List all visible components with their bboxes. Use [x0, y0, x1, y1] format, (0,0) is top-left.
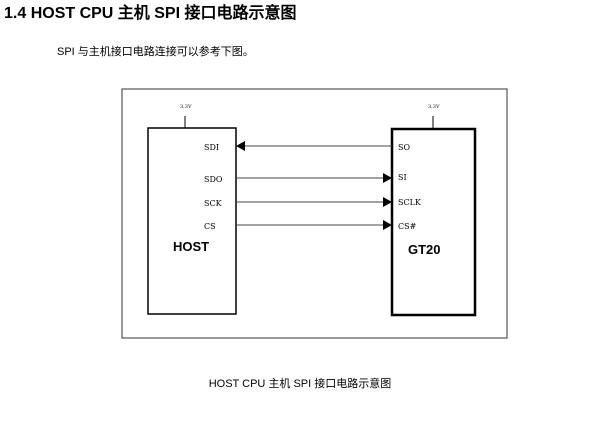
- host-pin-sdo: SDO: [204, 175, 223, 184]
- arrow-right-icon: [383, 173, 392, 183]
- host-pin-sck: SCK: [204, 199, 223, 208]
- gt20-pin-so: SO: [398, 143, 410, 152]
- arrow-right-icon: [383, 220, 392, 230]
- figure-caption: HOST CPU 主机 SPI 接口电路示意图: [208, 378, 392, 390]
- diagram-frame: [121, 88, 508, 339]
- gt20-pin-cs: CS#: [398, 222, 417, 231]
- arrow-left-icon: [236, 141, 245, 151]
- gt20-supply-label: 3.3V: [428, 104, 440, 110]
- host-box: [147, 127, 237, 315]
- section-heading: 1.4 HOST CPU 主机 SPI 接口电路示意图: [4, 5, 297, 22]
- arrow-right-icon: [383, 197, 392, 207]
- gt20-pin-si: SI: [398, 173, 407, 182]
- gt20-label: GT20: [408, 242, 441, 257]
- host-supply-label: 3.3V: [180, 104, 192, 110]
- host-pin-sdi: SDI: [204, 143, 219, 152]
- host-pin-cs: CS: [204, 222, 216, 231]
- host-label: HOST: [173, 239, 209, 254]
- host-block: 3.3V SDI SDO SCK CS HOST: [147, 104, 237, 315]
- signal-lines: [236, 145, 392, 226]
- gt20-block: 3.3V SO SI SCLK CS# GT20: [390, 104, 477, 317]
- arrowheads: [236, 141, 392, 230]
- intro-text: SPI 与主机接口电路连接可以参考下图。: [57, 46, 254, 58]
- gt20-pin-sclk: SCLK: [398, 198, 422, 207]
